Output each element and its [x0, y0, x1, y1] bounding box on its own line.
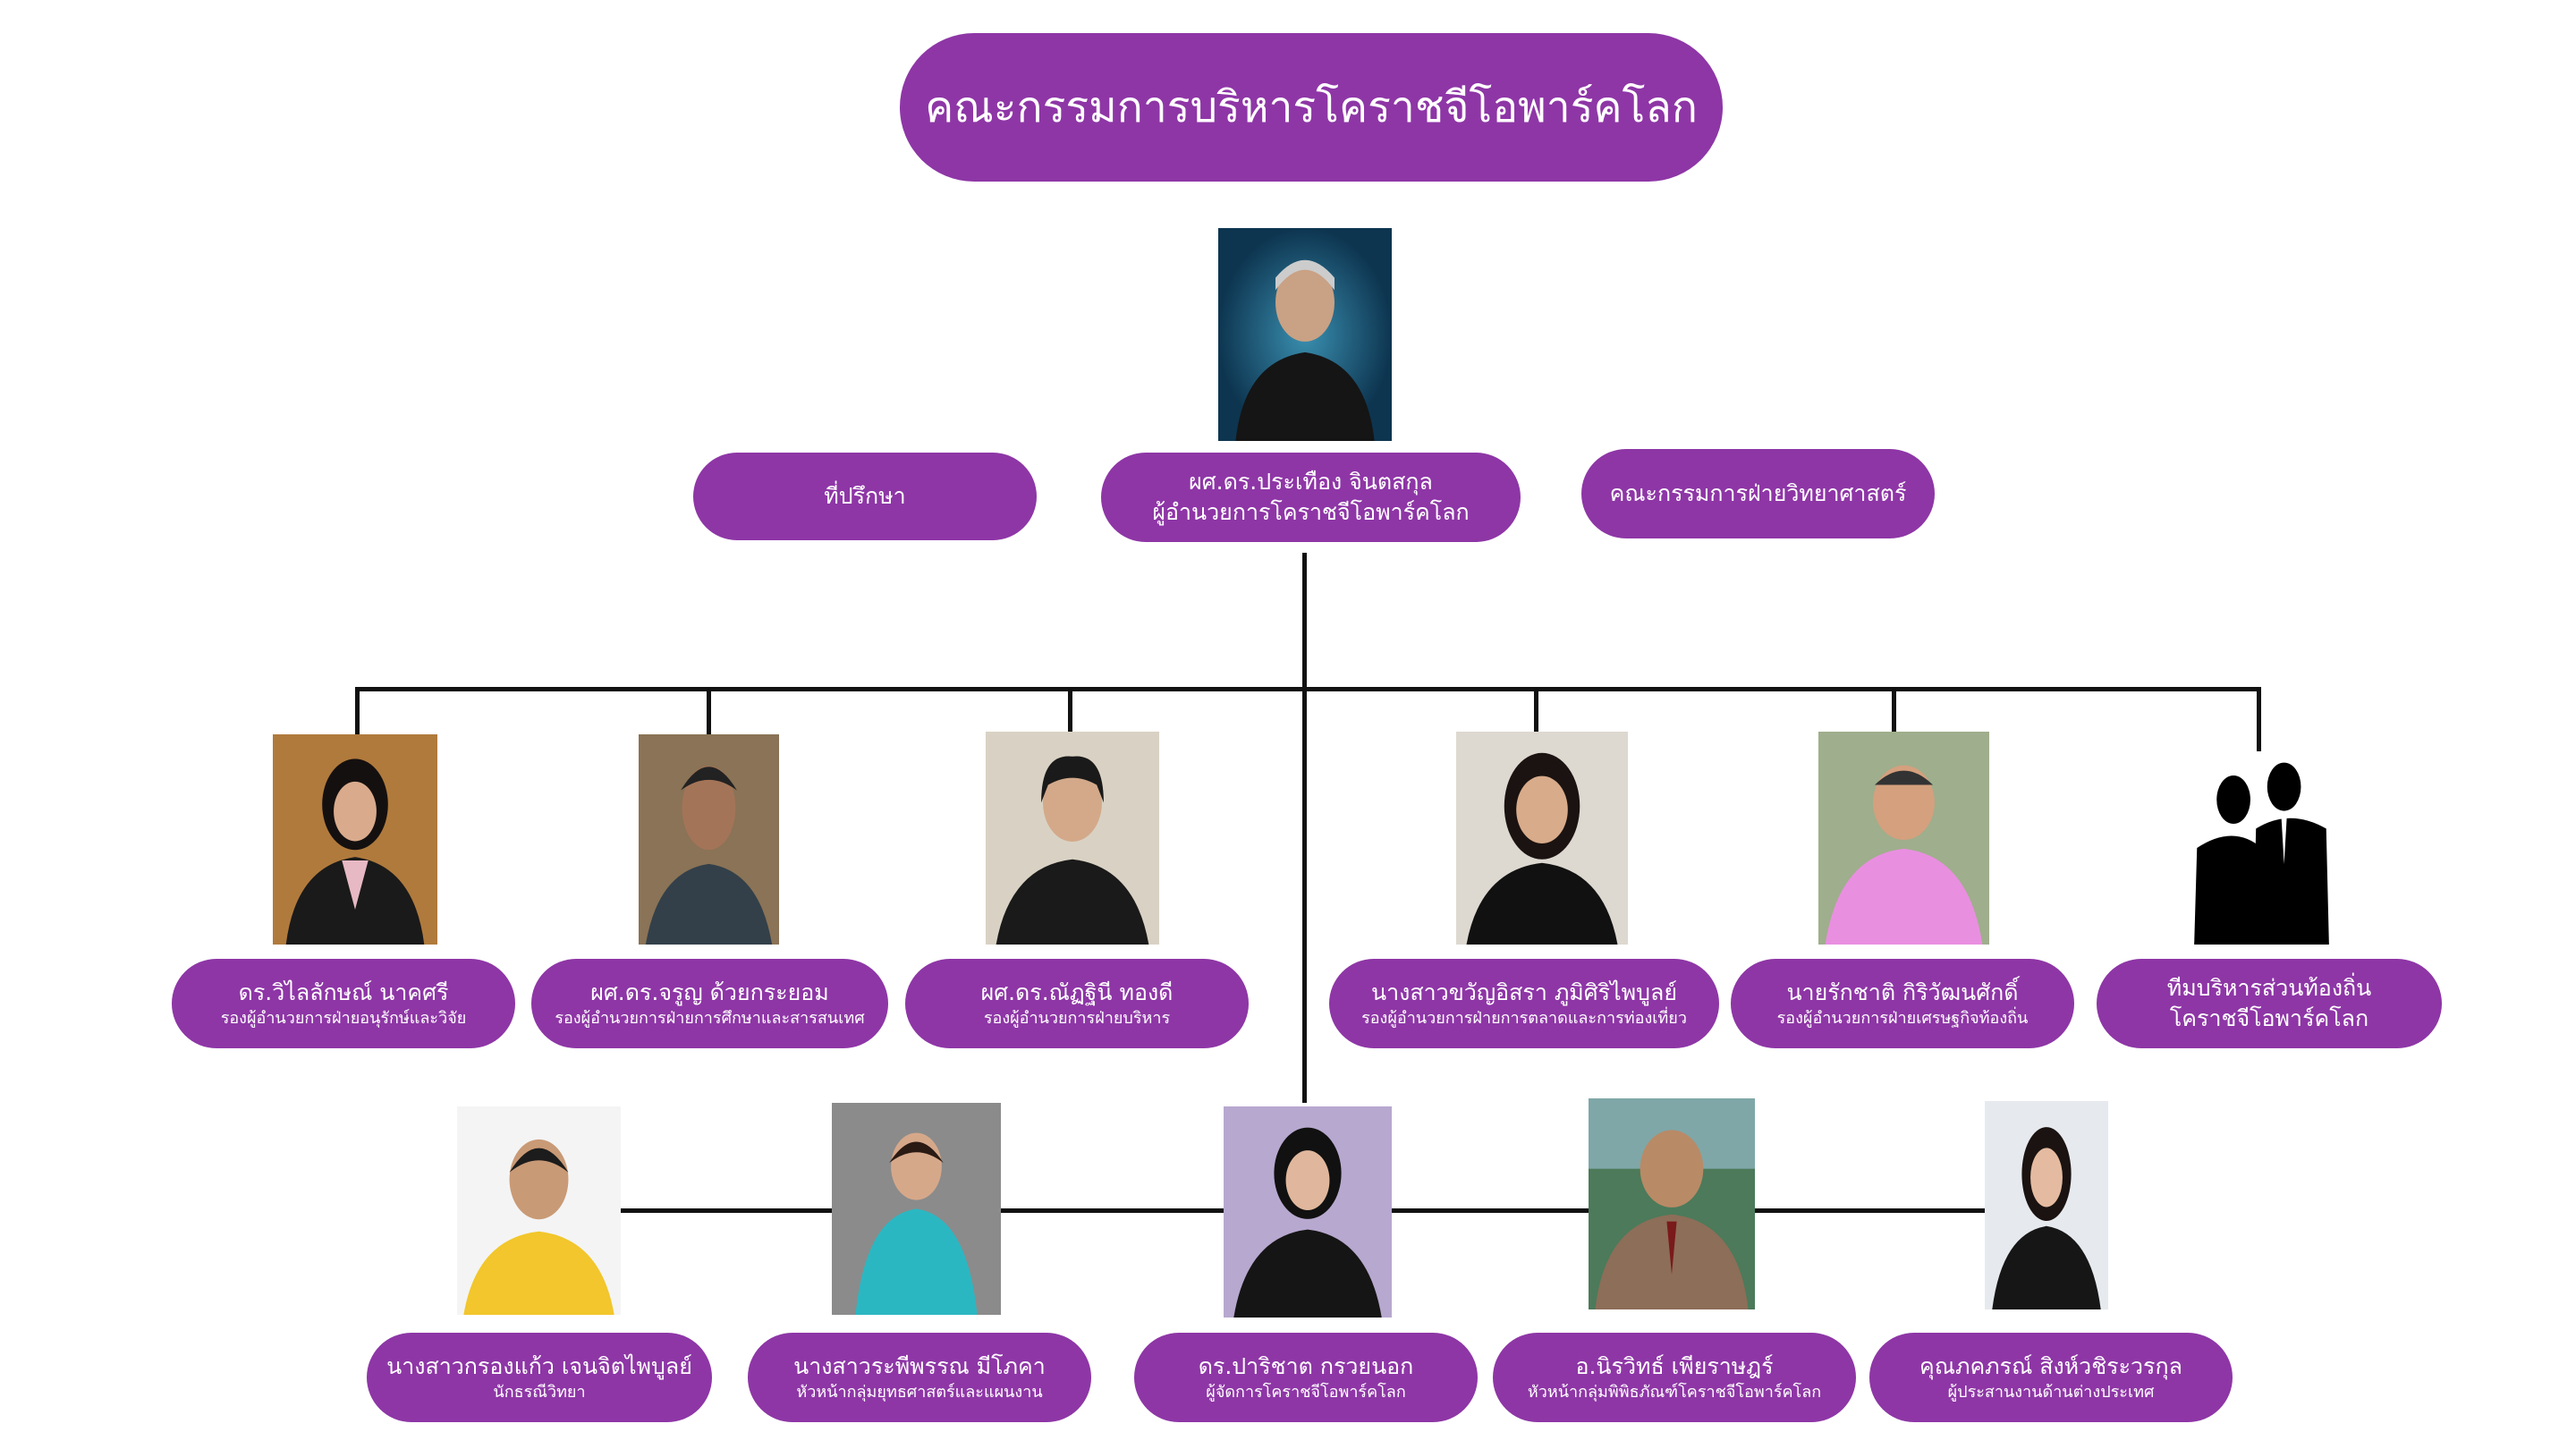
deputy-box-2: ผศ.ดร.จรูญ ด้วยกระยอมรองผู้อำนวยการฝ่ายก…: [531, 959, 888, 1048]
deputy-name: นายรักชาติ กิริวัฒนศักดิ์: [1786, 979, 2019, 1005]
staff-name: อ.นิรวิทธ์ เพียราษฎร์: [1575, 1352, 1774, 1379]
deputy-box-5: นายรักชาติ กิริวัฒนศักดิ์รองผู้อำนวยการฝ…: [1731, 959, 2074, 1048]
deputy-photo-2: [639, 734, 779, 945]
staff-name: นางสาวกรองแก้ว เจนจิตไพบูลย์: [386, 1352, 692, 1379]
deputy-role: รองผู้อำนวยการฝ่ายการตลาดและการท่องเที่ย…: [1361, 1008, 1687, 1028]
staff-role: ผู้จัดการโคราชจีโอพาร์คโลก: [1206, 1382, 1406, 1402]
advisor-label: ที่ปรึกษา: [824, 483, 906, 510]
staff-role: หัวหน้ากลุ่มยุทธศาสตร์และแผนงาน: [796, 1382, 1043, 1402]
deputy-name: ผศ.ดร.ณัฏฐินี ทองดี: [980, 979, 1174, 1005]
director-name: ผศ.ดร.ประเทือง จินตสกุล: [1189, 469, 1433, 496]
director-photo: [1218, 228, 1392, 441]
staff-box-2: นางสาวระพีพรรณ มีโภคาหัวหน้ากลุ่มยุทธศาส…: [748, 1333, 1091, 1422]
local-team-subtitle: โคราชจีโอพาร์คโลก: [2169, 1005, 2369, 1031]
local-team-silhouette: [2191, 751, 2332, 945]
staff-photo-2: [832, 1103, 1001, 1315]
deputy-drop-6: [2257, 687, 2261, 753]
staff-name: ดร.ปาริชาต กรวยนอก: [1198, 1352, 1414, 1379]
staff-box-4: อ.นิรวิทธ์ เพียราษฎร์หัวหน้ากลุ่มพิพิธภั…: [1493, 1333, 1856, 1422]
staff-role: หัวหน้ากลุ่มพิพิธภัณฑ์โคราชจีโอพาร์คโลก: [1527, 1382, 1822, 1402]
deputy-photo-1: [273, 734, 437, 945]
staff-role: ผู้ประสานงานด้านต่างประเทศ: [1947, 1382, 2155, 1402]
deputy-name: ดร.วิไลลักษณ์ นาคศรี: [238, 979, 449, 1005]
deputy-photo-3: [986, 732, 1159, 945]
staff-box-3: ดร.ปาริชาต กรวยนอกผู้จัดการโคราชจีโอพาร์…: [1134, 1333, 1478, 1422]
deputy-role: รองผู้อำนวยการฝ่ายการศึกษาและสารสนเทศ: [555, 1008, 865, 1028]
advisor-box: ที่ปรึกษา: [693, 453, 1037, 540]
deputy-box-3: ผศ.ดร.ณัฏฐินี ทองดีรองผู้อำนวยการฝ่ายบริ…: [905, 959, 1249, 1048]
deputy-role: รองผู้อำนวยการฝ่ายเศรษฐกิจท้องถิ่น: [1776, 1008, 2029, 1028]
deputy-box-1: ดร.วิไลลักษณ์ นาคศรีรองผู้อำนวยการฝ่ายอน…: [172, 959, 515, 1048]
deputy-drop-5: [1892, 687, 1896, 735]
deputy-name: นางสาวขวัญอิสรา ภูมิศิริไพบูลย์: [1371, 979, 1677, 1005]
deputy-role: รองผู้อำนวยการฝ่ายบริหาร: [983, 1008, 1171, 1028]
org-chart-title: คณะกรรมการบริหารโคราชจีโอพาร์คโลก: [900, 33, 1723, 182]
deputy-drop-2: [707, 687, 711, 735]
deputies-bus-connector: [355, 687, 2260, 691]
local-team-box: ทีมบริหารส่วนท้องถิ่นโคราชจีโอพาร์คโลก: [2097, 959, 2442, 1048]
staff-name: นางสาวระพีพรรณ มีโภคา: [793, 1352, 1046, 1379]
staff-photo-5: [1985, 1101, 2108, 1309]
local-team-name: ทีมบริหารส่วนท้องถิ่น: [2166, 975, 2372, 1002]
deputy-drop-3: [1068, 687, 1072, 735]
staff-box-1: นางสาวกรองแก้ว เจนจิตไพบูลย์นักธรณีวิทยา: [367, 1333, 712, 1422]
staff-role: นักธรณีวิทยา: [493, 1382, 586, 1402]
staff-name: คุณภคภรณ์ สิงห์วชิระวรกุล: [1919, 1352, 2182, 1379]
trunk-connector: [1302, 553, 1307, 1103]
deputy-drop-4: [1534, 687, 1538, 735]
staff-photo-4: [1589, 1098, 1755, 1309]
director-box: ผศ.ดร.ประเทือง จินตสกุลผู้อำนวยการโคราชจ…: [1101, 453, 1521, 542]
staff-box-5: คุณภคภรณ์ สิงห์วชิระวรกุลผู้ประสานงานด้า…: [1869, 1333, 2233, 1422]
staff-photo-1: [457, 1106, 621, 1315]
science-committee-box: คณะกรรมการฝ่ายวิทยาศาสตร์: [1581, 449, 1935, 538]
director-role: ผู้อำนวยการโคราชจีโอพาร์คโลก: [1152, 499, 1470, 525]
deputy-name: ผศ.ดร.จรูญ ด้วยกระยอม: [590, 979, 829, 1005]
deputy-drop-1: [355, 687, 360, 735]
deputy-role: รองผู้อำนวยการฝ่ายอนุรักษ์และวิจัย: [220, 1008, 467, 1028]
deputy-photo-5: [1818, 732, 1989, 945]
science-committee-label: คณะกรรมการฝ่ายวิทยาศาสตร์: [1609, 480, 1907, 507]
deputy-box-4: นางสาวขวัญอิสรา ภูมิศิริไพบูลย์รองผู้อำน…: [1329, 959, 1719, 1048]
staff-photo-3: [1224, 1106, 1392, 1318]
deputy-photo-4: [1456, 732, 1628, 945]
